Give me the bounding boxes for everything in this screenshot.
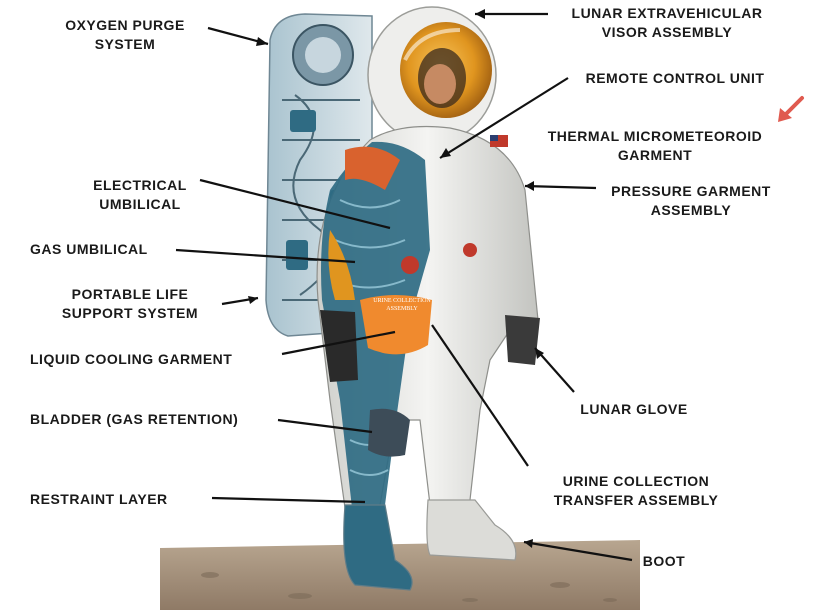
label-pressure-line2: ASSEMBLY xyxy=(650,202,732,218)
label-visor-line2: VISOR ASSEMBLY xyxy=(601,24,733,40)
label-electrical-line2: UMBILICAL xyxy=(99,196,181,212)
label-thermal-micrometeoroid: THERMAL MICROMETEOROID GARMENT xyxy=(530,127,780,165)
label-restraint-layer: RESTRAINT LAYER xyxy=(30,490,210,509)
label-urine-line1: URINE COLLECTION xyxy=(562,473,710,489)
label-restraint-line1: RESTRAINT LAYER xyxy=(30,491,168,507)
label-remote-control-line1: REMOTE CONTROL UNIT xyxy=(585,70,765,86)
label-gas-umbilical: GAS UMBILICAL xyxy=(30,240,176,259)
label-urine-line2: TRANSFER ASSEMBLY xyxy=(553,492,719,508)
label-electrical-umbilical: ELECTRICAL UMBILICAL xyxy=(70,176,210,214)
label-bladder: BLADDER (GAS RETENTION) xyxy=(30,410,276,429)
suit-body xyxy=(316,125,540,591)
label-thermal-line1: THERMAL MICROMETEOROID xyxy=(547,128,763,144)
ground-rocks xyxy=(201,572,617,602)
inset-label-line2: ASSEMBLY xyxy=(386,306,418,312)
label-visor-line1: LUNAR EXTRAVEHICULAR xyxy=(571,5,763,21)
red-arrow-icon xyxy=(778,96,804,122)
label-remote-control: REMOTE CONTROL UNIT xyxy=(568,69,782,88)
label-plss-line1: PORTABLE LIFE xyxy=(71,286,189,302)
label-gas-line1: GAS UMBILICAL xyxy=(30,241,148,257)
helmet xyxy=(367,6,497,144)
label-boot-line1: BOOT xyxy=(642,553,686,569)
label-oxygen-purge: OXYGEN PURGE SYSTEM xyxy=(40,16,210,54)
label-portable-life-support: PORTABLE LIFE SUPPORT SYSTEM xyxy=(40,285,220,323)
label-cooling-line1: LIQUID COOLING GARMENT xyxy=(30,351,233,367)
label-visor: LUNAR EXTRAVEHICULAR VISOR ASSEMBLY xyxy=(550,4,784,42)
label-electrical-line1: ELECTRICAL xyxy=(93,177,187,193)
label-lunar-glove: LUNAR GLOVE xyxy=(564,400,704,419)
label-glove-line1: LUNAR GLOVE xyxy=(580,401,688,417)
label-thermal-line2: GARMENT xyxy=(617,147,693,163)
callout-arrowheads xyxy=(248,9,544,548)
inset-label-line1: URINE COLLECTION xyxy=(373,298,431,304)
label-boot: BOOT xyxy=(636,552,692,571)
label-pressure-garment: PRESSURE GARMENT ASSEMBLY xyxy=(598,182,784,220)
label-oxygen-purge-line1: OXYGEN PURGE xyxy=(65,17,185,33)
label-plss-line2: SUPPORT SYSTEM xyxy=(61,305,199,321)
label-liquid-cooling-garment: LIQUID COOLING GARMENT xyxy=(30,350,280,369)
callout-lines xyxy=(175,12,633,562)
label-oxygen-purge-line2: SYSTEM xyxy=(94,36,156,52)
label-pressure-line1: PRESSURE GARMENT xyxy=(611,183,771,199)
label-bladder-line1: BLADDER (GAS RETENTION) xyxy=(30,411,239,427)
label-urine-collection: URINE COLLECTION TRANSFER ASSEMBLY xyxy=(530,472,742,510)
